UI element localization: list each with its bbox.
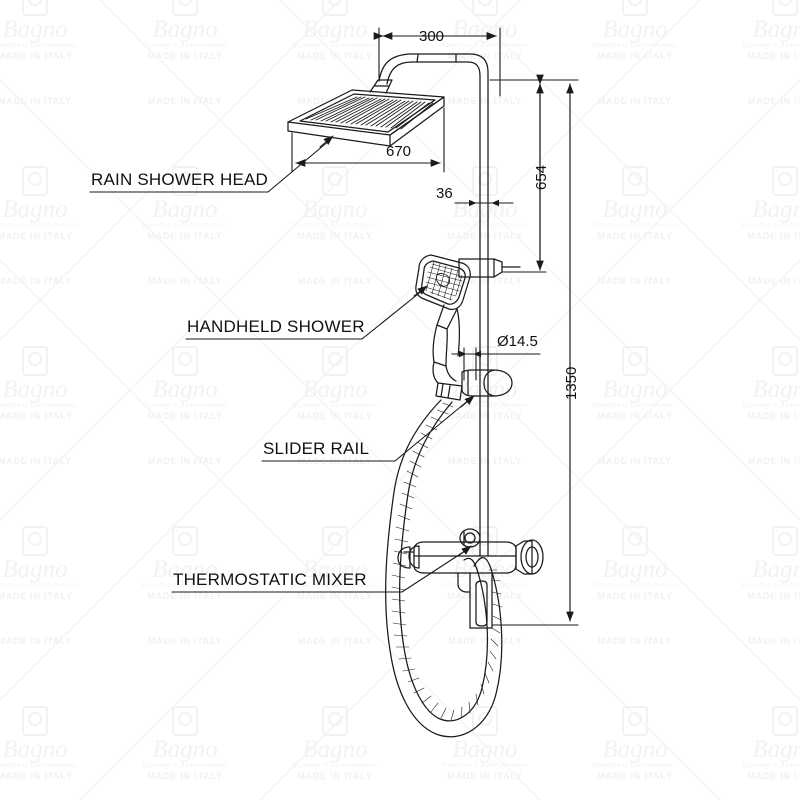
callout-label-rain-shower-head: RAIN SHOWER HEAD: [91, 170, 268, 189]
thermostatic-mixer-graphic: [397, 528, 544, 629]
dimension-label-670: 670: [386, 143, 412, 160]
callout-label-thermostatic-mixer: THERMOSTATIC MIXER: [173, 570, 367, 589]
dimension-670: [291, 107, 445, 173]
leader-rain-shower-head: [89, 139, 331, 193]
shower-arm-graphic: [378, 53, 489, 97]
dimension-300: [373, 27, 501, 97]
dimension-654: [489, 74, 579, 273]
callout-label-slider-rail: SLIDER RAIL: [263, 439, 370, 458]
flexible-hose-graphic: [385, 399, 503, 738]
slider-bracket-graphic: [461, 369, 513, 397]
dimension-1350: [491, 83, 579, 626]
dimension-label-36: 36: [436, 185, 453, 202]
dimension-rail-diameter: [451, 347, 541, 381]
leader-handheld-shower: [185, 289, 424, 340]
dimension-label-654: 654: [533, 164, 550, 190]
dimension-label-1350: 1350: [563, 366, 580, 400]
rain-shower-head-graphic: [287, 79, 445, 147]
callout-leaders: [89, 135, 475, 593]
leader-thermostatic-mixer: [171, 548, 469, 593]
dimension-label-rail-diameter: Ø14.5: [497, 333, 538, 350]
leader-slider-rail: [261, 398, 471, 462]
callout-label-handheld-shower: HANDHELD SHOWER: [187, 317, 365, 336]
riser-pipe-graphic: [479, 95, 489, 557]
dimension-label-300: 300: [419, 28, 445, 45]
